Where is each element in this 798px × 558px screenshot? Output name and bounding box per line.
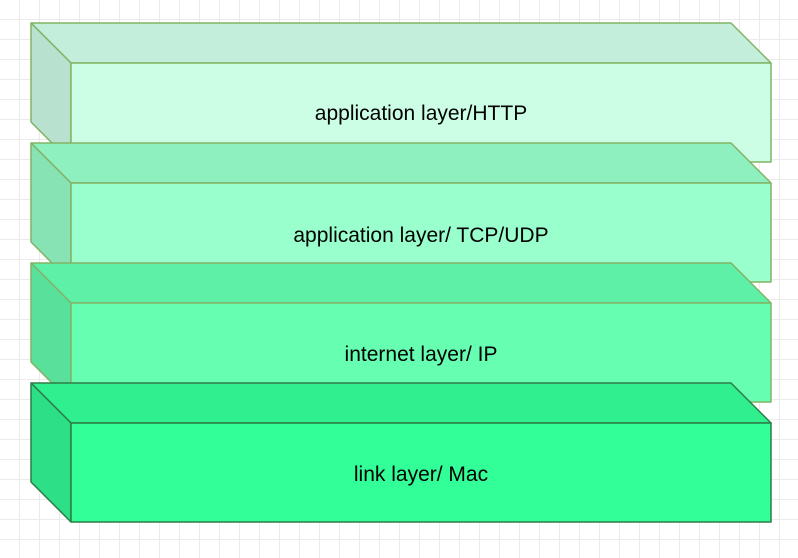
layer-top-face	[30, 22, 772, 64]
layer-top-face	[30, 382, 772, 424]
layer-application-tcp-udp[interactable]: application layer/ TCP/UDP	[30, 142, 772, 283]
layer-internet-ip[interactable]: internet layer/ IP	[30, 262, 772, 403]
layer-top-face	[30, 142, 772, 184]
layer-top-face	[30, 262, 772, 304]
layer-label: internet layer/ IP	[345, 343, 498, 366]
layer-label: application layer/ TCP/UDP	[293, 224, 548, 247]
layer-label: application layer/HTTP	[315, 102, 527, 125]
layer-application-http[interactable]: application layer/HTTP	[30, 22, 772, 163]
layer-label: link layer/ Mac	[354, 463, 488, 486]
layer-front-face	[70, 422, 772, 523]
layer-link-mac[interactable]: link layer/ Mac	[30, 382, 772, 523]
